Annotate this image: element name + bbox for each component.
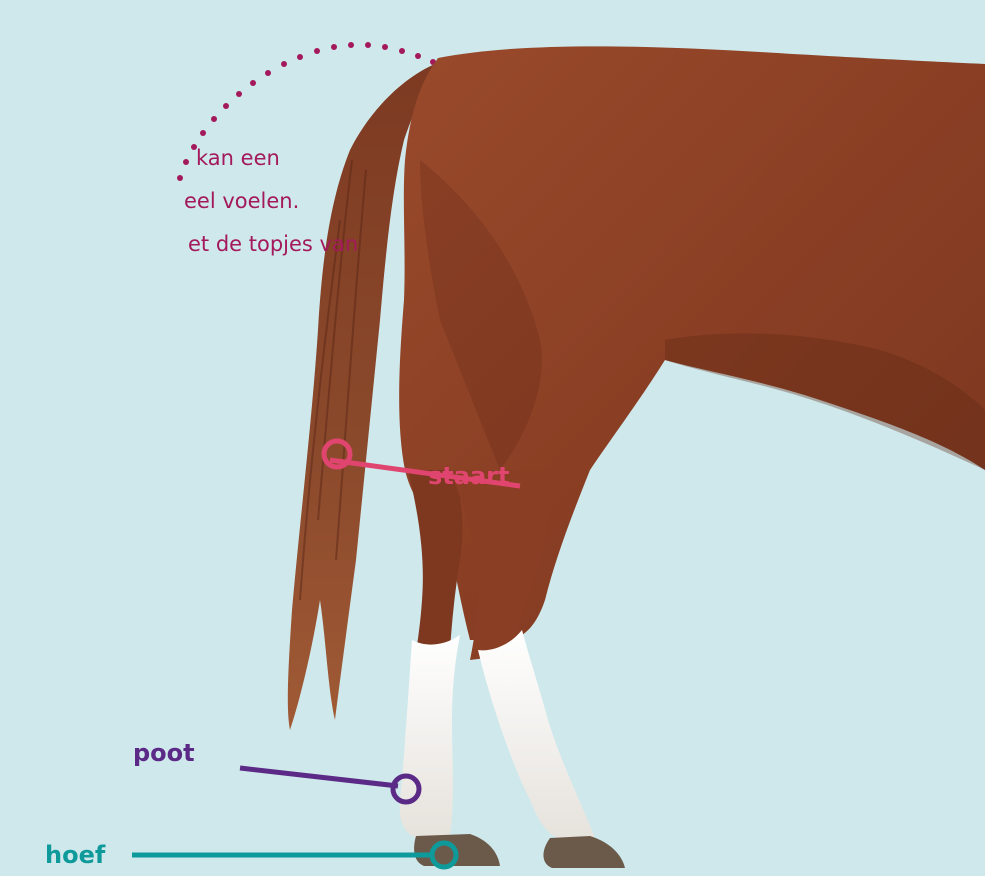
hoof-front (543, 836, 625, 868)
intro-paragraph: kan een eel voelen. et de topjes van (0, 137, 358, 266)
intro-line-2: eel voelen. (0, 180, 358, 223)
label-hoef: hoef (45, 841, 105, 869)
hind-leg-rear (408, 470, 462, 660)
label-staart: staart (428, 462, 509, 490)
intro-line-3: et de topjes van (0, 223, 358, 266)
poot-pointer-line (240, 768, 398, 786)
white-sock-rear (400, 635, 460, 838)
label-poot: poot (133, 739, 195, 767)
white-sock-front (478, 630, 595, 840)
intro-line-1: kan een (0, 137, 358, 180)
